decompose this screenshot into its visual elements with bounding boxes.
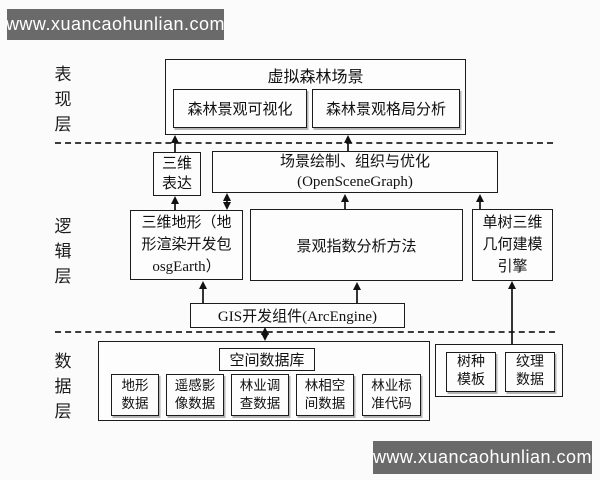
gis-component-box: GIS开发组件(ArcEngine) bbox=[190, 303, 405, 328]
tree-species-template-box: 树种 模板 bbox=[446, 352, 496, 392]
arrow-gis-to-terrain bbox=[199, 281, 207, 303]
arrow-gis-spatialdb-both bbox=[261, 327, 269, 341]
remote-sensing-data-box: 遥感影 像数据 bbox=[166, 374, 224, 416]
tree-engine-box: 单树三维 几何建模 引擎 bbox=[472, 209, 553, 281]
watermark-bottom: www.xuancaohunlian.com bbox=[373, 441, 592, 474]
arrow-treeengine-to-scenegraph bbox=[476, 194, 484, 209]
divider-presentation-logic bbox=[55, 142, 553, 144]
layer-label-presentation: 表现层 bbox=[54, 65, 72, 134]
forestry-standard-code-box: 林业标 准代码 bbox=[362, 374, 421, 416]
landscape-index-box: 景观指数分析方法 bbox=[250, 209, 463, 281]
layer-label-logic: 逻辑层 bbox=[54, 217, 72, 286]
expression-3d-box: 三维 表达 bbox=[153, 152, 201, 196]
virtual-forest-scene-title: 虚拟森林场景 bbox=[267, 69, 364, 86]
spatial-database-title-box: 空间数据库 bbox=[219, 348, 315, 371]
arrow-expression3d-to-scene bbox=[171, 135, 179, 153]
arrow-gis-to-landscapeindex bbox=[353, 282, 361, 303]
forest-pattern-analysis-box: 森林景观格局分析 bbox=[312, 89, 460, 128]
terrain-3d-box: 三维地形（地 形渲染开发包 osgEarth） bbox=[130, 210, 243, 280]
forestry-survey-data-box: 林业调 查数据 bbox=[231, 374, 289, 416]
spatial-database-box: 空间数据库 地形 数据 遥感影 像数据 林业调 查数据 林相空 间数据 林业标 … bbox=[98, 341, 430, 421]
arrow-store-to-treeengine bbox=[508, 281, 516, 344]
layer-label-data: 数据层 bbox=[54, 352, 72, 421]
scene-graph-box: 场景绘制、组织与优化 (OpenSceneGraph) bbox=[212, 151, 498, 193]
virtual-forest-scene-box: 虚拟森林场景 森林景观可视化 森林景观格局分析 bbox=[165, 59, 466, 135]
watermark-top: www.xuancaohunlian.com bbox=[6, 9, 225, 40]
arrow-terrain-scenegraph-both bbox=[223, 193, 231, 210]
divider-logic-data bbox=[55, 331, 555, 333]
arrow-terrain-to-expression3d bbox=[171, 196, 179, 210]
tree-texture-store-box: 树种 模板 纹理 数据 bbox=[435, 344, 563, 397]
arrow-landscapeindex-to-scenegraph bbox=[341, 194, 349, 209]
forest-visualization-box: 森林景观可视化 bbox=[173, 89, 307, 128]
texture-data-box: 纹理 数据 bbox=[505, 352, 555, 392]
terrain-data-box: 地形 数据 bbox=[111, 374, 159, 416]
forest-phase-data-box: 林相空 间数据 bbox=[296, 374, 354, 416]
